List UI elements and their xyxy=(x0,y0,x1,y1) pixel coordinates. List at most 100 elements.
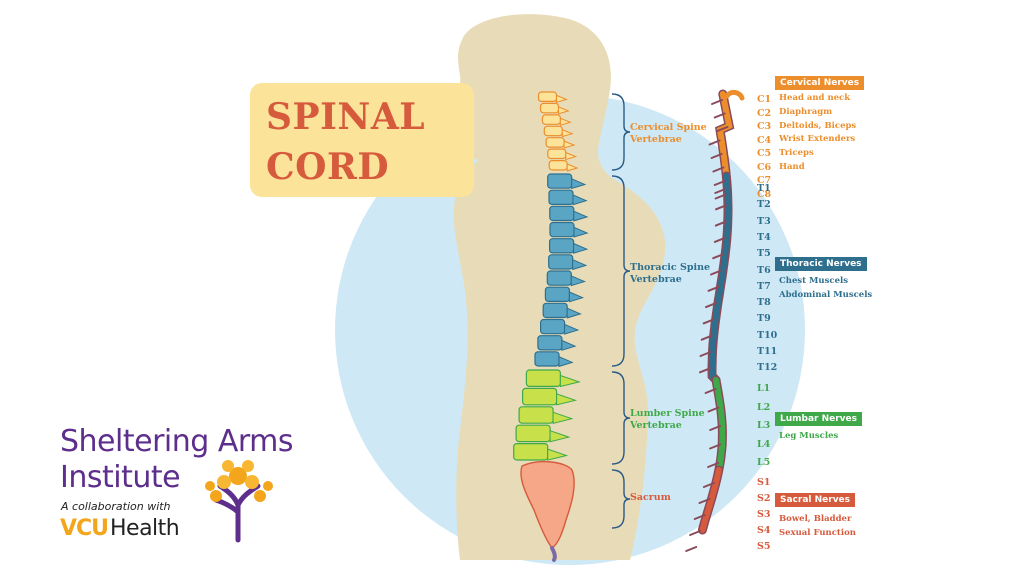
thoracic-vertebra xyxy=(539,318,566,335)
nerve-level-s1: S1 xyxy=(757,477,771,488)
nerve-level-s4: S4 xyxy=(757,525,771,536)
nerve-root-t10 xyxy=(700,334,713,341)
nerve-level-l4: L4 xyxy=(757,438,771,450)
thoracic-vertebra xyxy=(547,173,573,189)
nerve-level-c5: C5 xyxy=(757,148,772,159)
sacrum-region-label: Sacrum xyxy=(630,492,671,503)
cervical-cord-segment xyxy=(716,91,733,177)
cervical-vertebra xyxy=(543,125,563,137)
nerve-level-c7: C7 xyxy=(757,175,772,186)
sacrum-bracket xyxy=(611,469,631,529)
thoracic-bracket xyxy=(611,175,631,367)
nerve-level-l1: L1 xyxy=(757,383,771,394)
thoracic-vertebra-process xyxy=(571,178,587,190)
nerve-root-c3 xyxy=(716,126,729,132)
cervical-vertebra xyxy=(545,137,565,148)
nerve-root-c1 xyxy=(711,99,723,105)
thoracic-vertebra-process xyxy=(561,339,577,351)
logo-collaboration-text: A collaboration with xyxy=(61,500,171,513)
cervical-region-label: Cervical Spine Vertebrae xyxy=(630,122,707,145)
cervical-vertebra-process xyxy=(561,128,574,138)
sacral-nerves-badge: Sacral Nerves xyxy=(775,493,856,507)
cervical-vertebra-process xyxy=(566,163,579,172)
nerve-root-t3 xyxy=(714,220,727,227)
nerve-level-t7: T7 xyxy=(757,280,771,292)
nerve-level-c2: C2 xyxy=(757,107,772,119)
cervical-function-2: Deltoids, Biceps xyxy=(779,120,857,131)
nerve-root-l2 xyxy=(707,406,720,413)
nerve-root-t2 xyxy=(715,204,727,211)
cervical-vertebra xyxy=(548,160,568,171)
logo-text-institute: Institute xyxy=(60,460,181,495)
nerve-root-t7 xyxy=(707,285,720,292)
cervical-function-0: Head and neck xyxy=(779,93,851,103)
thoracic-vertebra xyxy=(548,189,574,205)
nerve-root-c4 xyxy=(708,139,721,146)
lumbar-vertebra-process xyxy=(547,448,569,461)
nerve-root-t12 xyxy=(699,367,711,374)
lumbar-vertebra xyxy=(513,443,549,461)
thoracic-vertebra xyxy=(542,302,568,319)
cervical-vertebra-process xyxy=(565,151,578,161)
sacrum-bone xyxy=(520,460,575,549)
thoracic-vertebra-process xyxy=(558,355,574,368)
nerve-root-s1 xyxy=(702,482,715,488)
nerve-root-t4 xyxy=(713,236,726,243)
nerve-level-t6: T6 xyxy=(757,264,771,276)
nerve-level-c1: C1 xyxy=(757,94,772,105)
thoracic-vertebra xyxy=(548,254,574,270)
lumbar-bracket xyxy=(611,371,631,465)
nerve-level-l2: L2 xyxy=(757,401,771,413)
nerve-level-t3: T3 xyxy=(757,215,771,227)
cervical-vertebra xyxy=(537,91,558,102)
cervical-function-1: Diaphragm xyxy=(779,106,833,117)
thoracic-vertebra-process xyxy=(573,226,589,238)
nerve-root-c7 xyxy=(713,180,726,186)
nerve-level-c6: C6 xyxy=(757,161,772,173)
nerve-root-s3 xyxy=(693,514,706,520)
thoracic-vertebra-process xyxy=(572,194,588,206)
title-line-2: CORD xyxy=(266,146,390,188)
nerve-level-t2: T2 xyxy=(757,199,771,211)
lumbar-region-label: Lumber Spine Vertebrae xyxy=(630,408,705,431)
nerve-root-c8 xyxy=(714,193,727,200)
tree-logo-icon xyxy=(205,460,273,543)
logo-health: Health xyxy=(110,516,180,541)
thoracic-vertebra xyxy=(534,351,560,367)
cervical-function-5: Hand xyxy=(779,162,805,172)
cervical-vertebra xyxy=(547,148,567,160)
cervical-vertebra-process xyxy=(556,94,568,103)
nerve-level-l3: L3 xyxy=(757,420,771,431)
thoracic-region-label: Thoracic Spine Vertebrae xyxy=(630,262,711,285)
thoracic-vertebra-process xyxy=(568,291,585,303)
nerve-root-s2 xyxy=(698,498,711,504)
nerve-root-s4 xyxy=(689,530,702,536)
nerve-level-s3: S3 xyxy=(757,509,771,520)
title-banner xyxy=(250,83,474,197)
lumbar-vertebra xyxy=(525,369,562,387)
brainstem-tip xyxy=(724,89,745,101)
nerve-level-t9: T9 xyxy=(757,313,771,325)
cervical-function-3: Wrist Extenders xyxy=(779,134,856,145)
nerve-level-t8: T8 xyxy=(757,297,771,309)
cervical-vertebra-process xyxy=(563,140,576,149)
nerve-root-c2 xyxy=(713,112,726,119)
nerve-level-t4: T4 xyxy=(757,231,771,243)
lumbar-vertebra xyxy=(518,406,554,424)
thoracic-vertebra xyxy=(546,270,572,286)
thoracic-vertebra xyxy=(544,286,571,303)
nerve-level-t11: T11 xyxy=(757,346,778,357)
thoracic-vertebra-process xyxy=(573,210,589,222)
cervical-function-4: Triceps xyxy=(779,148,814,159)
thoracic-vertebra-process xyxy=(572,258,588,271)
thoracic-vertebra-process xyxy=(566,307,582,319)
thoracic-vertebra xyxy=(549,205,575,222)
sacral-function-0: Bowel, Bladder xyxy=(779,514,852,524)
thoracic-function-1: Abdominal Muscels xyxy=(779,289,873,300)
nerve-root-l3 xyxy=(709,425,722,431)
nerve-root-l5 xyxy=(707,462,720,468)
title-line-1: SPINAL xyxy=(266,96,426,138)
nerve-level-t5: T5 xyxy=(757,248,771,260)
cervical-vertebra-process xyxy=(559,117,572,126)
